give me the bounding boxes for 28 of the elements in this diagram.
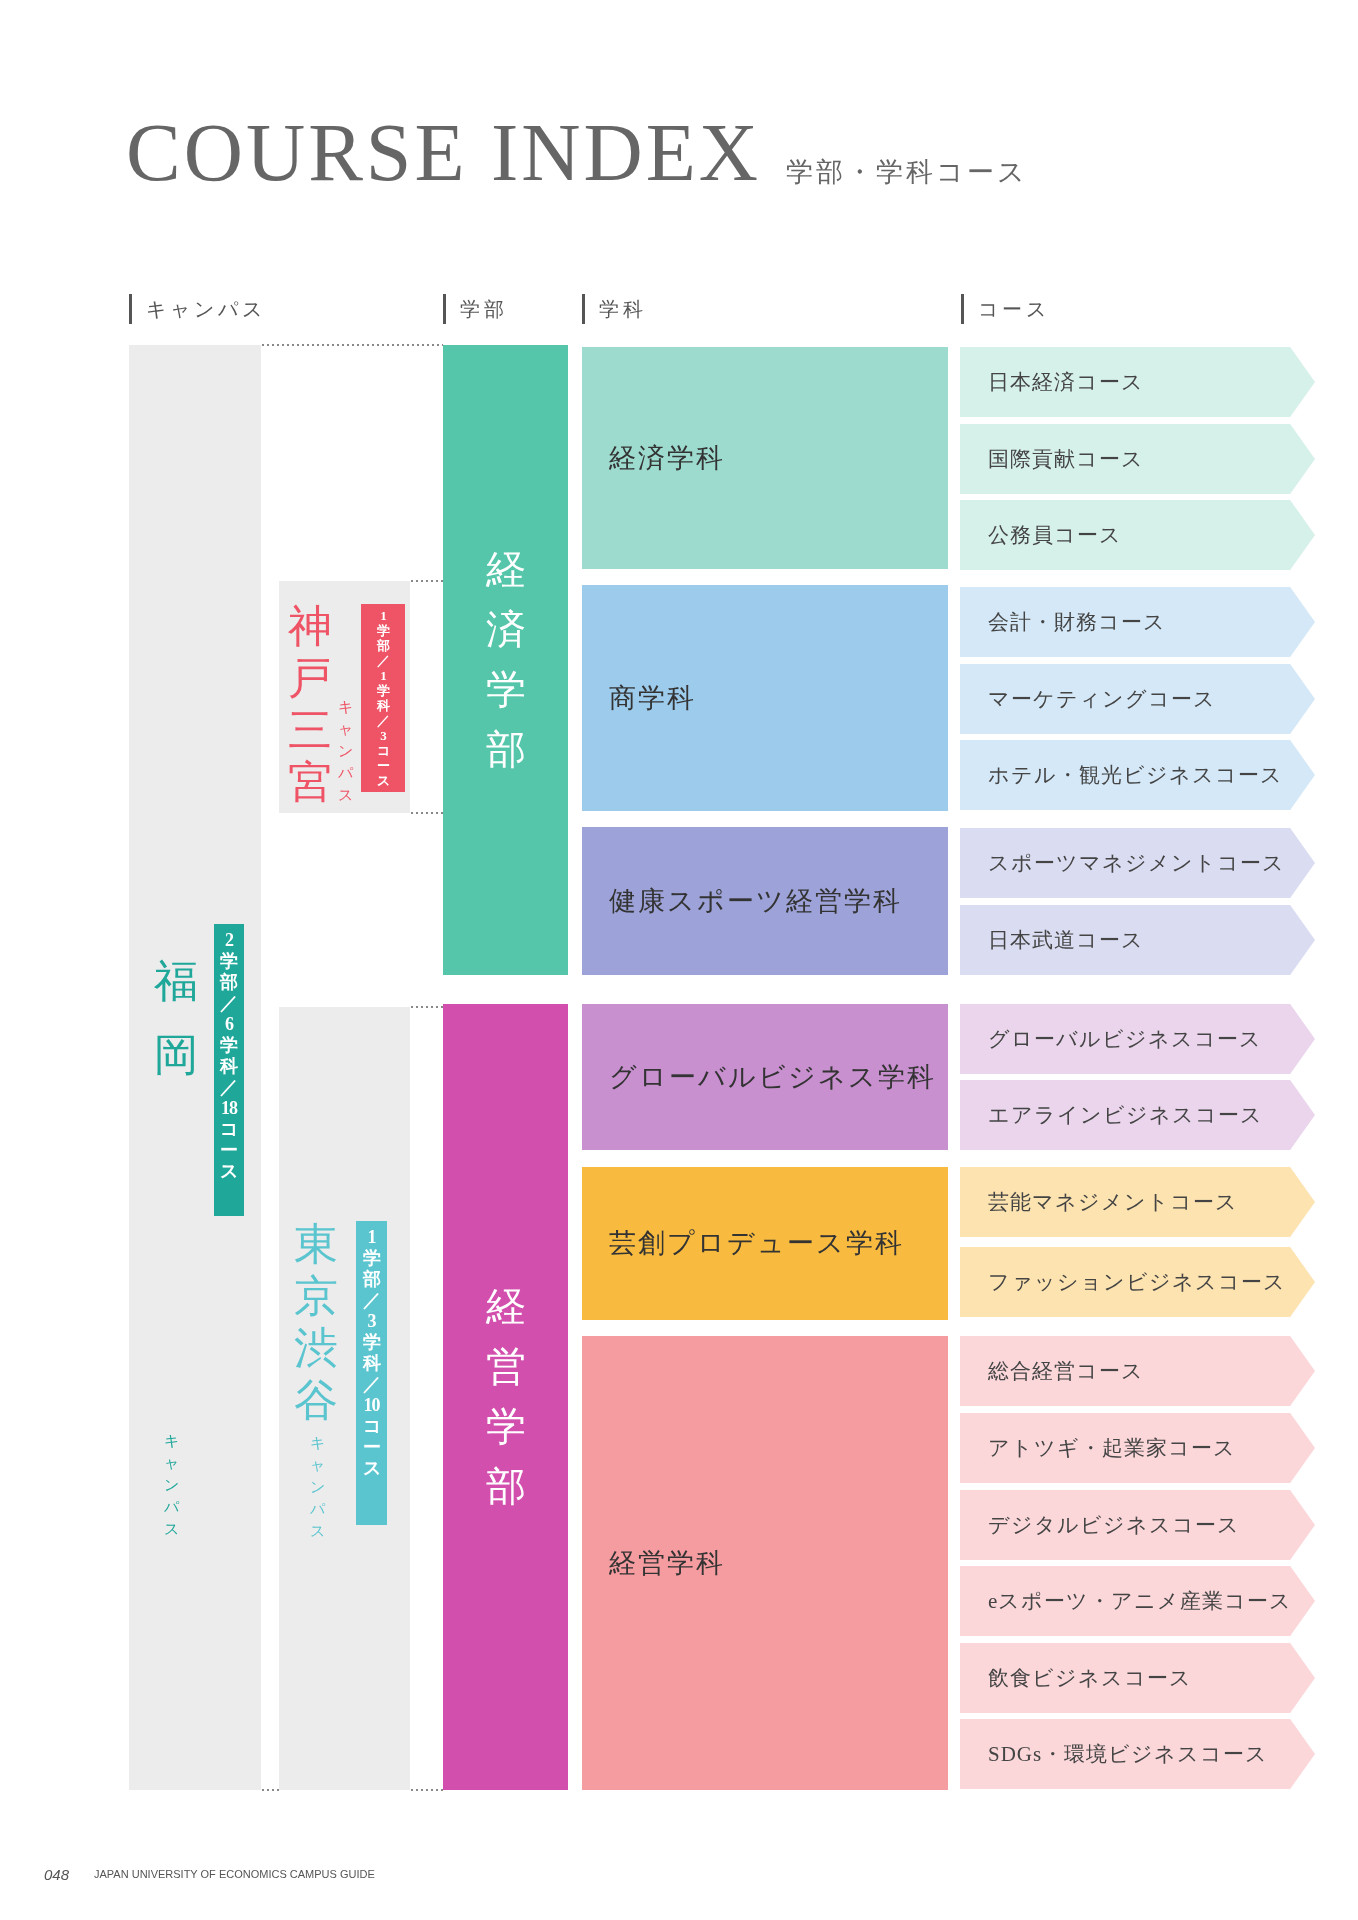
campus-label: キャンパス bbox=[309, 1434, 325, 1541]
page-title: COURSE INDEX bbox=[126, 112, 762, 194]
department-box: グローバルビジネス学科 bbox=[582, 1004, 948, 1150]
faculty-box: 経営学部 bbox=[443, 1004, 568, 1790]
campus-name: 福岡 bbox=[153, 956, 199, 1082]
department-box: 芸創プロデュース学科 bbox=[582, 1167, 948, 1320]
column-header: 学科 bbox=[582, 294, 647, 324]
count-badge: 1学部／1学科／3コース bbox=[361, 604, 405, 792]
column-header: キャンパス bbox=[129, 294, 266, 324]
count-badge: 1学部／3学科／10コース bbox=[356, 1221, 387, 1525]
page-number: 048 bbox=[44, 1866, 70, 1883]
footer-text: JAPAN UNIVERSITY OF ECONOMICS CAMPUS GUIDE bbox=[94, 1868, 375, 1880]
campus-panel bbox=[279, 1007, 410, 1790]
campus-panel bbox=[129, 345, 261, 1790]
campus-label: キャンパス bbox=[337, 698, 353, 805]
count-badge: 2学部／6学科／18コース bbox=[214, 924, 244, 1216]
campus-panel bbox=[279, 581, 410, 813]
page-subtitle: 学部・学科コース bbox=[786, 156, 1028, 189]
column-header: コース bbox=[961, 294, 1050, 324]
column-header: 学部 bbox=[443, 294, 508, 324]
department-box: 商学科 bbox=[582, 585, 948, 811]
department-box: 経済学科 bbox=[582, 347, 948, 569]
faculty-box: 経済学部 bbox=[443, 345, 568, 975]
campus-name: 神戸三宮 bbox=[287, 601, 333, 809]
campus-name: 東京渋谷 bbox=[293, 1219, 339, 1427]
campus-label: キャンパス bbox=[163, 1432, 179, 1539]
department-box: 健康スポーツ経営学科 bbox=[582, 827, 948, 975]
department-box: 経営学科 bbox=[582, 1336, 948, 1790]
